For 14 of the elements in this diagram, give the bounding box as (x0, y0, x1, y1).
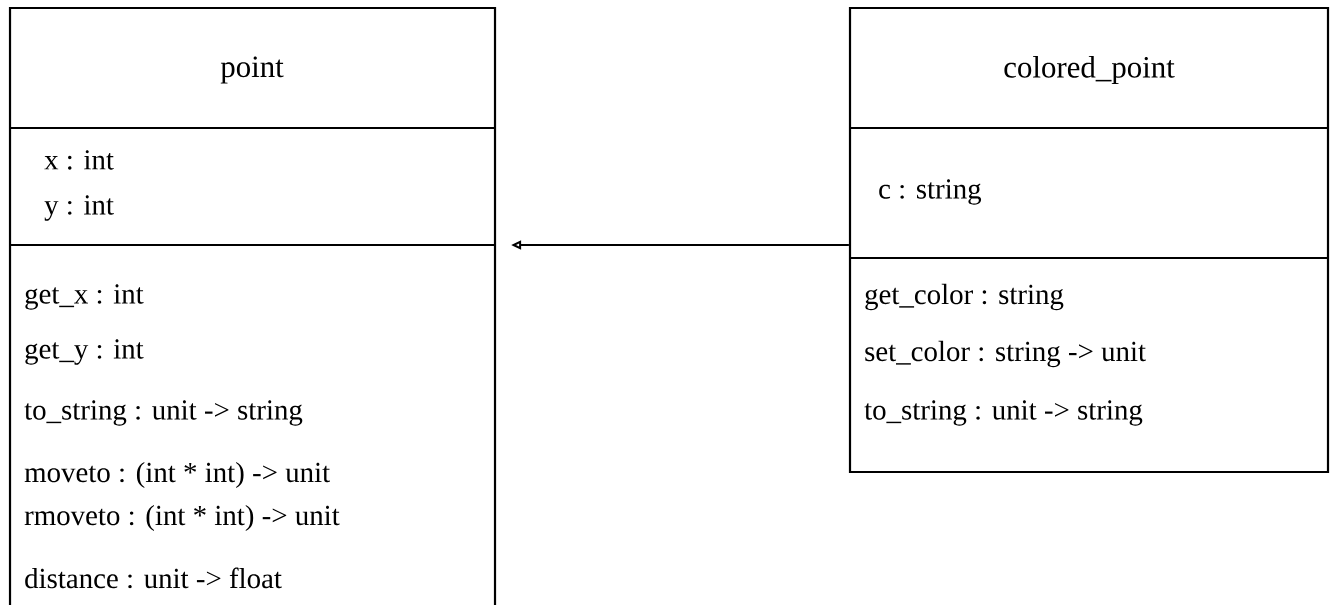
attribute-text: c : string (879, 179, 982, 205)
class-name: colored_point (1004, 56, 1175, 84)
method-text: to_string : unit -> string (24, 400, 303, 426)
class-name: point (220, 56, 284, 84)
method-text: moveto : (int * int) -> unit (24, 461, 330, 489)
method-text: get_x : int (25, 284, 144, 310)
method-text: distance : unit -> float (25, 567, 282, 589)
method-text: to_string : unit -> string (864, 400, 1143, 426)
method-text: set_color : string -> unit (865, 340, 1146, 368)
attribute-text: x : int (44, 150, 114, 170)
method-text: rmoveto : (int * int) -> unit (24, 504, 340, 532)
attribute-text: y : int (44, 195, 114, 221)
method-text: get_color : string (865, 283, 1064, 311)
method-text: get_y : int (25, 339, 144, 365)
